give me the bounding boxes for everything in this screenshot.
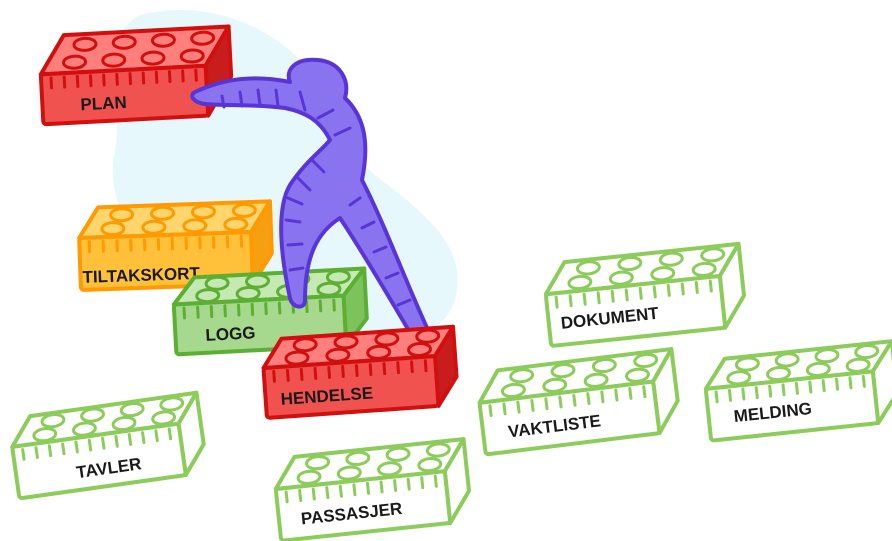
- block-stud: [510, 368, 533, 383]
- block-stud: [191, 32, 214, 45]
- block-stud: [102, 54, 125, 67]
- block-stud: [225, 218, 247, 231]
- block-stud: [767, 366, 790, 380]
- block-stud: [626, 368, 649, 383]
- block-stud: [736, 357, 759, 371]
- block-stud: [206, 277, 229, 290]
- block-stud: [855, 344, 878, 358]
- block-stud: [727, 371, 750, 385]
- block-plan: PLAN: [39, 26, 233, 124]
- block-stud: [233, 204, 255, 217]
- block-stud: [815, 349, 838, 363]
- block-stud: [367, 346, 390, 360]
- block-tavler: TAVLER: [8, 393, 207, 499]
- block-stud: [196, 289, 219, 302]
- block-stud: [847, 358, 870, 372]
- block-stud: [192, 205, 214, 218]
- block-stud: [634, 353, 657, 368]
- block-stud: [584, 373, 607, 388]
- block-stud: [378, 462, 401, 476]
- block-stud: [701, 248, 724, 262]
- block-stud: [776, 353, 799, 367]
- block-stud: [143, 221, 165, 234]
- block-stud: [618, 256, 641, 270]
- block-stud: [543, 378, 566, 393]
- block-stud: [318, 283, 341, 296]
- block-stud: [427, 443, 450, 457]
- block-stud: [286, 351, 309, 365]
- block-dokument: DOKUMENT: [543, 244, 747, 346]
- block-stud: [502, 383, 525, 398]
- block-stud: [297, 470, 320, 484]
- block-stud: [113, 36, 136, 49]
- block-hendelse: HENDELSE: [262, 327, 459, 418]
- block-stud: [568, 275, 591, 289]
- block-stud: [63, 56, 86, 69]
- block-stud: [74, 38, 97, 51]
- block-stud: [610, 271, 633, 285]
- block-label-logg: LOGG: [205, 323, 256, 345]
- block-stud: [346, 451, 369, 465]
- block-stud: [327, 270, 350, 283]
- block-label-plan: PLAN: [80, 93, 127, 114]
- block-stud: [237, 287, 260, 300]
- block-stud: [306, 456, 329, 470]
- block-stud: [335, 335, 358, 349]
- block-stud: [181, 49, 204, 62]
- block-stud: [416, 329, 439, 343]
- block-stud: [660, 252, 683, 266]
- block-vaktliste: VAKTLISTE: [476, 349, 682, 454]
- block-stud: [294, 338, 317, 352]
- block-stud: [408, 343, 431, 357]
- block-stud: [577, 261, 600, 275]
- block-stud: [102, 222, 124, 235]
- block-stud: [418, 457, 441, 471]
- block-stud: [651, 267, 674, 281]
- block-stud: [375, 332, 398, 346]
- block-stud: [152, 34, 175, 47]
- block-stud: [386, 447, 409, 461]
- block-passasjer: PASSASJER: [273, 439, 473, 541]
- block-stud: [142, 52, 165, 65]
- block-stud: [551, 363, 574, 378]
- block-stud: [151, 207, 173, 220]
- block-stud: [326, 348, 349, 362]
- block-stud: [184, 219, 206, 232]
- block-stud: [593, 358, 616, 373]
- block-stud: [807, 362, 830, 376]
- block-stud: [246, 275, 269, 288]
- block-stud: [693, 262, 716, 276]
- block-stud: [110, 208, 132, 221]
- block-stud: [338, 466, 361, 480]
- block-melding: MELDING: [703, 341, 892, 440]
